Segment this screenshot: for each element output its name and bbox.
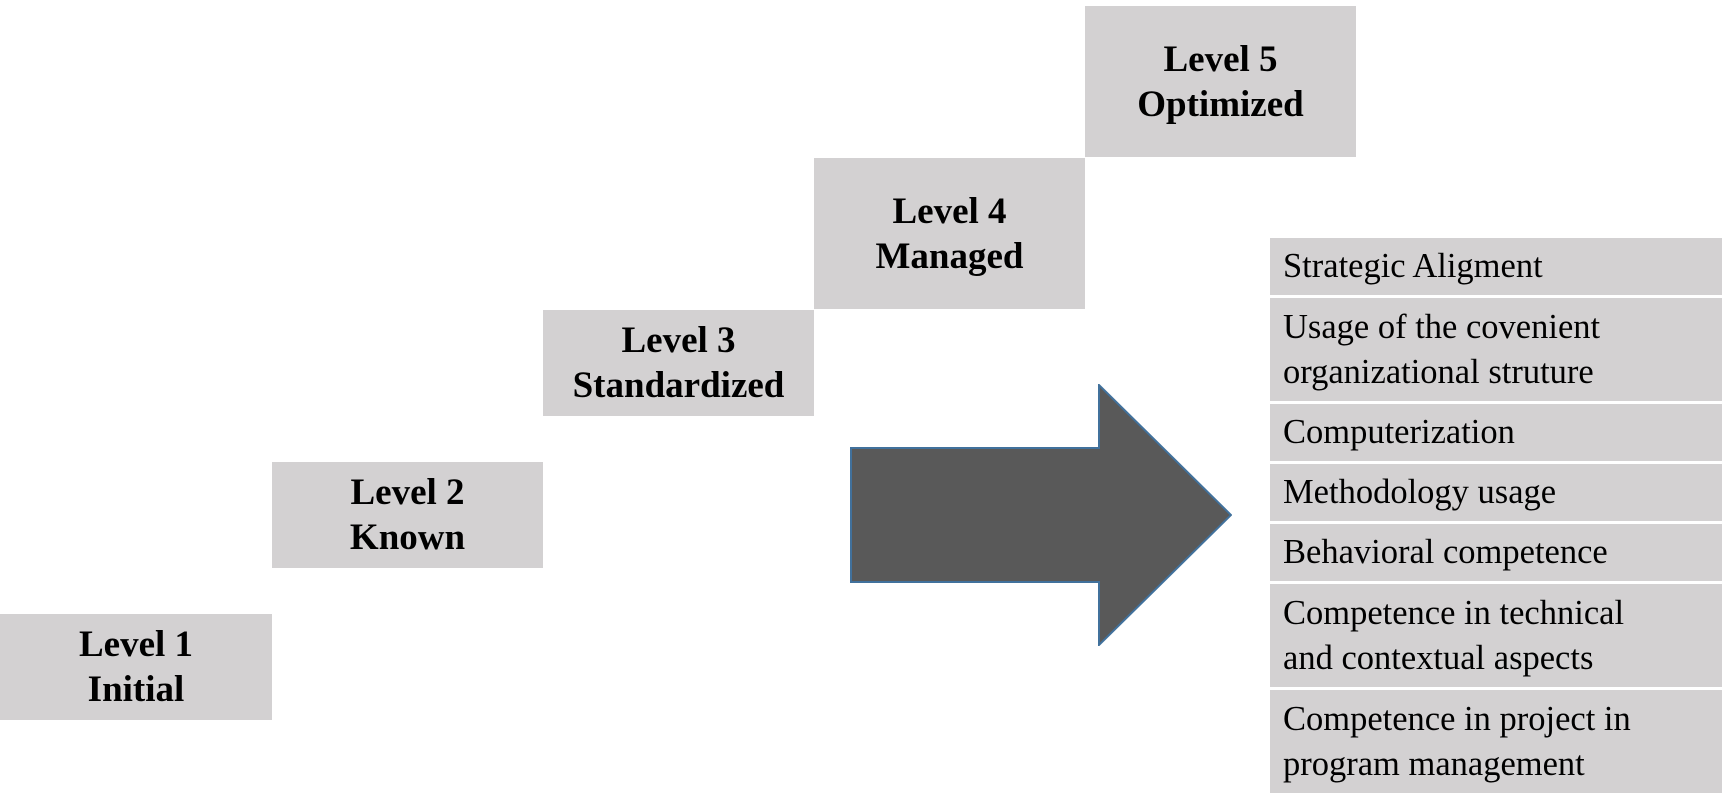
aspect-item: Competence in project in program managem… bbox=[1270, 690, 1722, 793]
level-4-name: Managed bbox=[875, 235, 1024, 277]
level-5-number: Level 5 bbox=[1163, 38, 1278, 80]
level-3-name: Standardized bbox=[572, 365, 785, 406]
level-2-step: Level 2 Known bbox=[272, 462, 543, 568]
aspect-text: organizational struture bbox=[1283, 352, 1594, 391]
level-4-step: Level 4 Managed bbox=[814, 158, 1085, 309]
level-1-name: Initial bbox=[87, 669, 185, 710]
aspect-text: Behavioral competence bbox=[1283, 533, 1608, 571]
level-5-step: Level 5 Optimized bbox=[1085, 6, 1356, 157]
right-arrow-shape bbox=[850, 384, 1232, 646]
aspect-text: Computerization bbox=[1283, 413, 1515, 451]
level-4-number: Level 4 bbox=[892, 190, 1007, 232]
aspect-text: Strategic Aligment bbox=[1283, 247, 1543, 285]
aspect-item: Methodology usage bbox=[1270, 464, 1722, 521]
level-1-number: Level 1 bbox=[78, 624, 194, 665]
aspect-text: and contextual aspects bbox=[1283, 638, 1594, 677]
aspect-text: Competence in project in bbox=[1283, 699, 1631, 738]
level-1-step: Level 1 Initial bbox=[0, 614, 272, 720]
aspect-item: Competence in technical and contextual a… bbox=[1270, 584, 1722, 687]
aspect-text: Usage of the covenient bbox=[1283, 307, 1601, 346]
right-arrow-icon bbox=[850, 384, 1232, 646]
aspect-item: Behavioral competence bbox=[1270, 524, 1722, 581]
aspect-item: Usage of the covenient organizational st… bbox=[1270, 298, 1722, 401]
aspects-list: Strategic Aligment Usage of the covenien… bbox=[1270, 238, 1722, 796]
level-5-name: Optimized bbox=[1137, 83, 1304, 125]
level-2-number: Level 2 bbox=[350, 472, 465, 513]
aspect-text: program management bbox=[1283, 744, 1585, 783]
aspect-item: Strategic Aligment bbox=[1270, 238, 1722, 295]
level-2-name: Known bbox=[349, 517, 466, 558]
aspect-item: Computerization bbox=[1270, 404, 1722, 461]
aspect-text: Methodology usage bbox=[1283, 473, 1557, 511]
level-3-number: Level 3 bbox=[621, 320, 736, 361]
aspect-text: Competence in technical bbox=[1283, 593, 1625, 632]
level-3-step: Level 3 Standardized bbox=[543, 310, 814, 416]
